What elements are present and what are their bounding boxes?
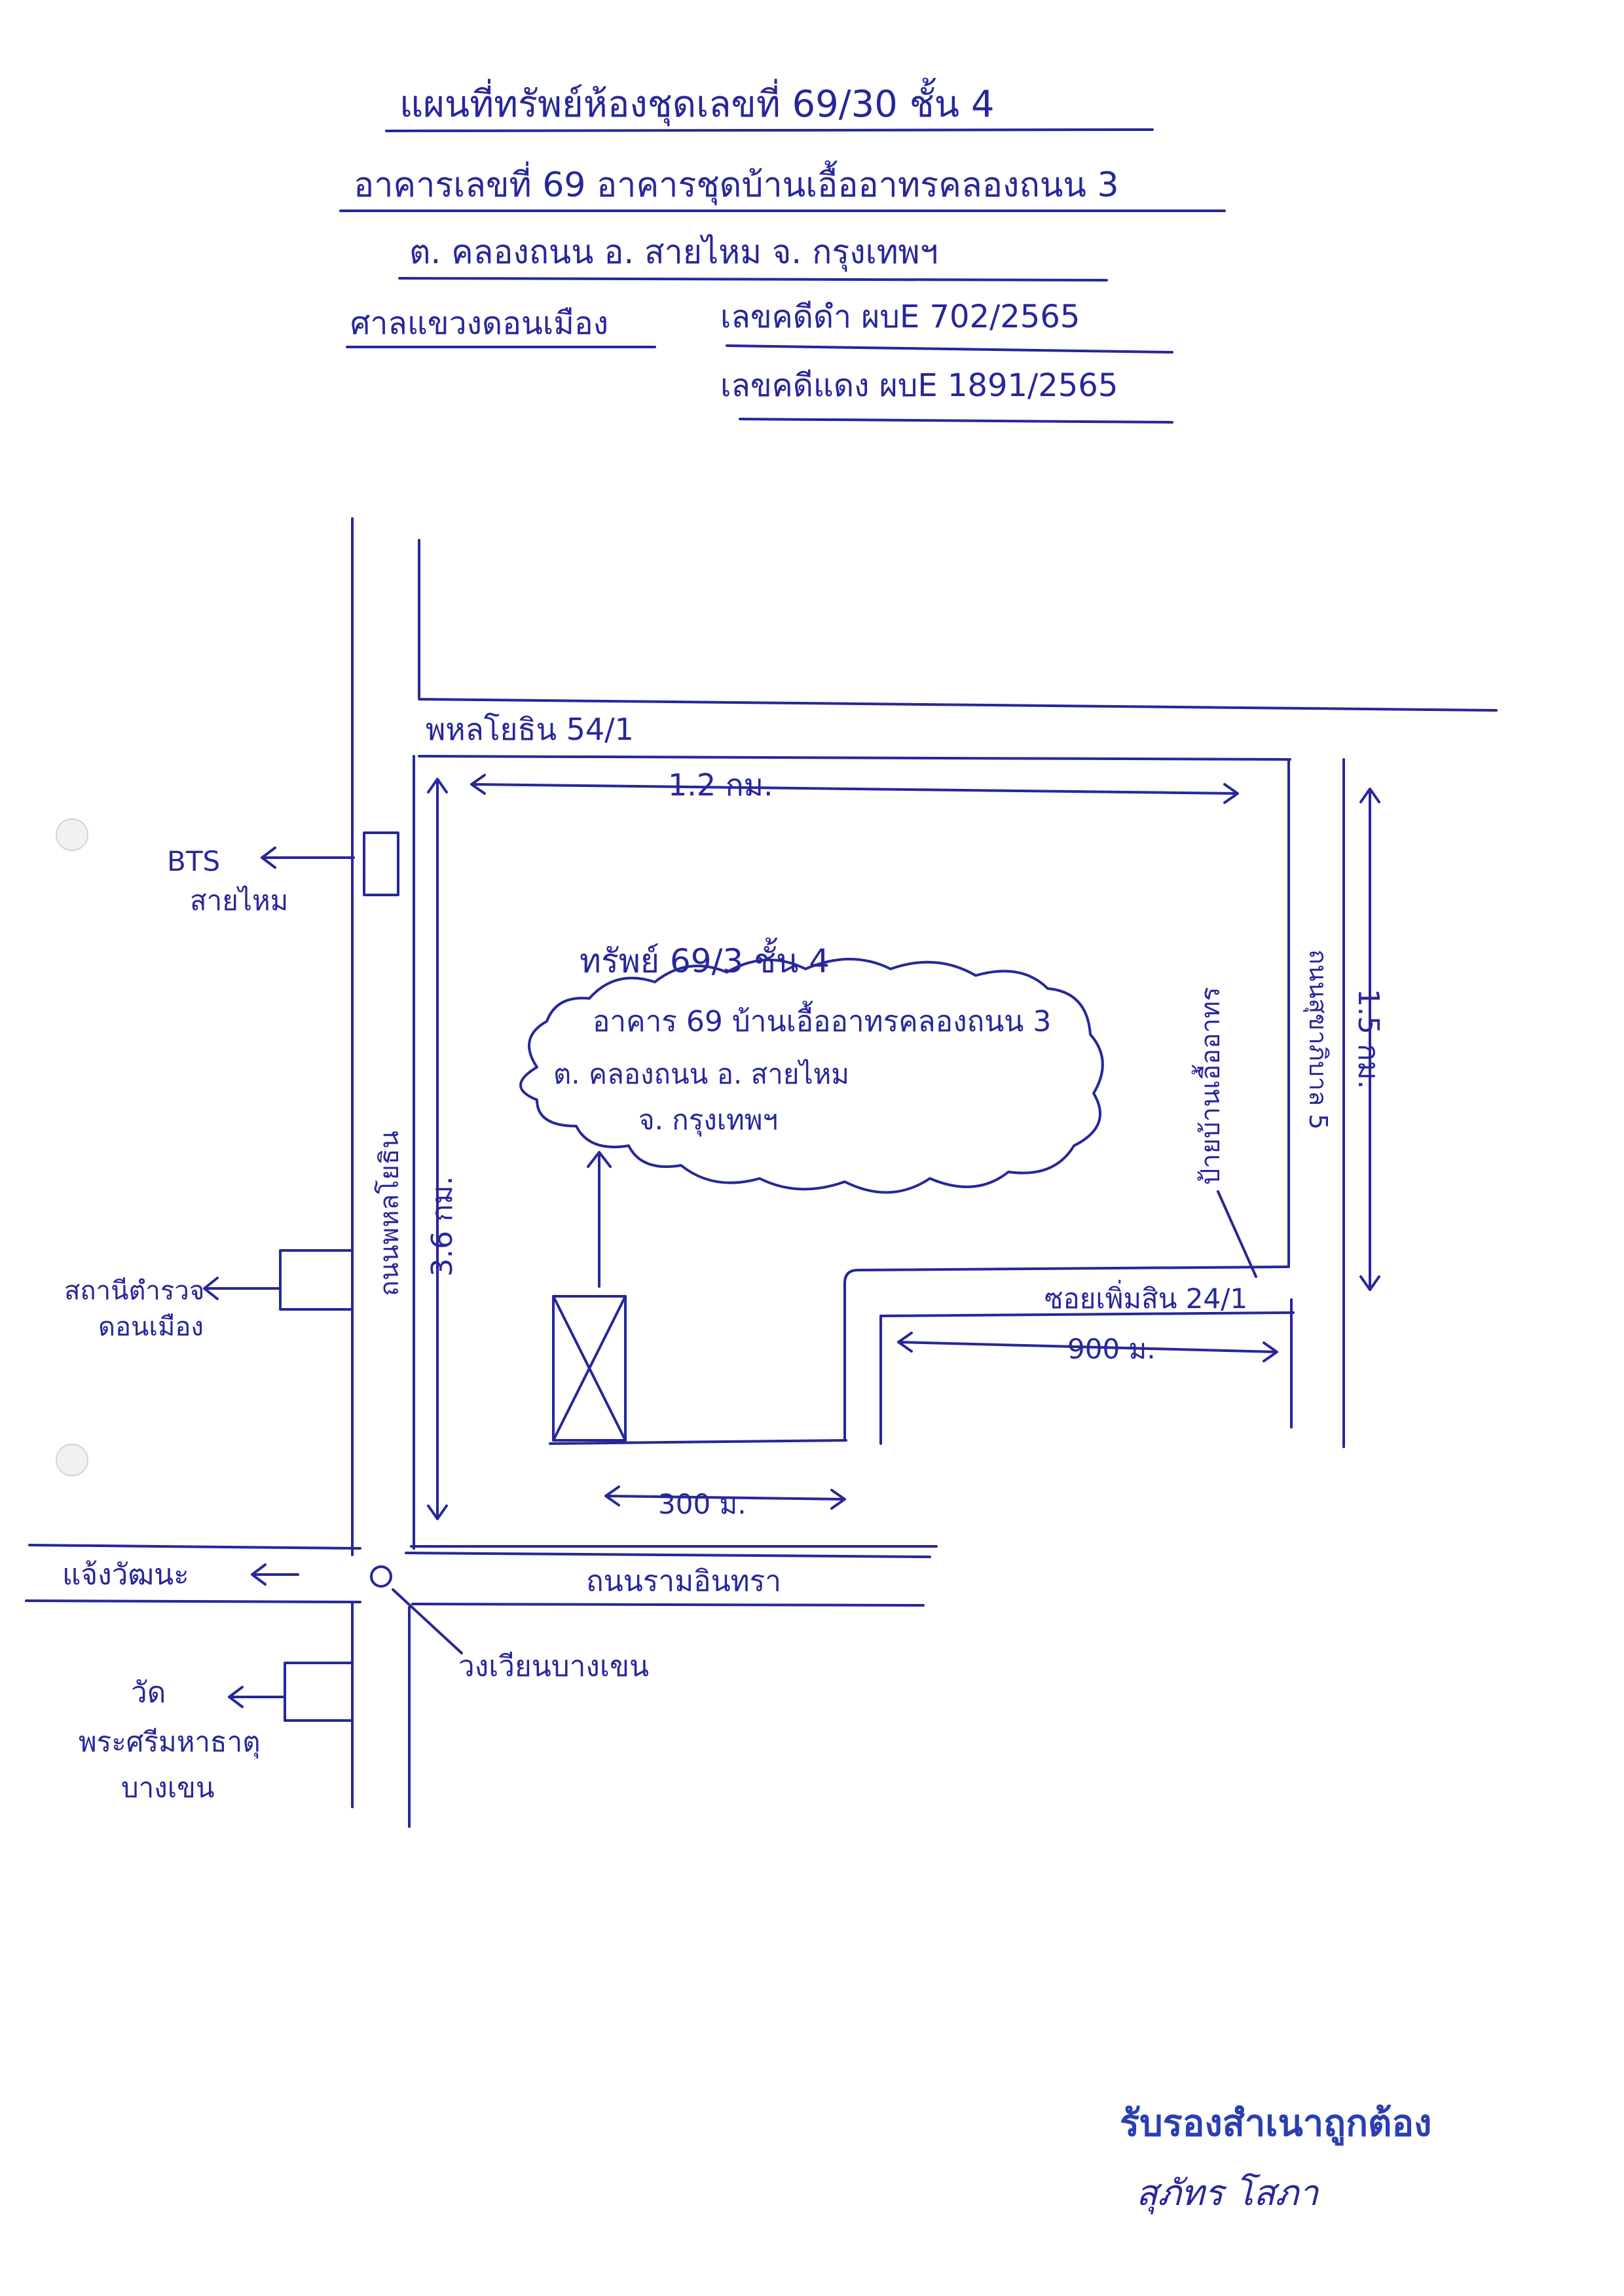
landmarks	[279, 831, 1104, 1722]
bts-station-label: สายไหม	[190, 884, 288, 917]
map-labels: พหลโยธิน 54/1 1.2 กม. BTS สายไหม สถานีตำ…	[62, 712, 1385, 1804]
road-top-lower	[418, 755, 1291, 761]
soi-upper	[843, 1266, 1290, 1442]
road-west-upper	[28, 1544, 361, 1550]
road-label-right: ถนนสุขาภิบาล 5	[1303, 949, 1333, 1130]
black-case-number: เลขคดีดำ ผบE 702/2565	[720, 299, 1080, 335]
cloud-text-3: ต. คลองถนน อ. สายไหม	[553, 1058, 849, 1090]
dist-top-arrow	[470, 774, 1239, 804]
sign-pointer	[1217, 1190, 1257, 1278]
road-label-left: ถนนพหลโยธิน	[375, 1131, 405, 1296]
west-arrow	[251, 1563, 299, 1586]
road-top-upper	[418, 698, 1498, 712]
dist-label-left: 3.6 กม.	[426, 1176, 459, 1277]
header-underline-3	[398, 277, 1108, 282]
road-bottom-lower	[411, 1603, 925, 1607]
temple-label-2: พระศรีมหาธาตุ	[79, 1726, 260, 1759]
court-name: ศาลแขวงดอนเมือง	[350, 305, 608, 342]
temple-arrow	[228, 1686, 286, 1708]
police-station-box	[279, 1249, 354, 1311]
west-road-label: แจ้งวัฒนะ	[62, 1558, 189, 1592]
soi-lower	[879, 1311, 1295, 1445]
roads	[25, 517, 1498, 1828]
police-label-2: ดอนเมือง	[98, 1312, 204, 1342]
black-case-underline	[726, 344, 1173, 354]
dist-label-top: 1.2 กม.	[668, 767, 773, 803]
bts-label: BTS	[167, 845, 220, 877]
road-west-lower	[25, 1599, 361, 1603]
road-label-top: พหลโยธิน 54/1	[426, 712, 634, 747]
binder-holes	[56, 818, 88, 1476]
bts-arrow	[261, 847, 355, 869]
dist-right-arrow	[1359, 788, 1380, 1291]
road-bottom-upper	[405, 1552, 931, 1558]
police-label: สถานีตำรวจ	[64, 1276, 204, 1306]
dist-soi-arrow	[897, 1332, 1278, 1362]
cloud-text-1: ทรัพย์ 69/3 ชั้น 4	[580, 938, 830, 980]
red-case-number: เลขคดีแดง ผบE 1891/2565	[720, 367, 1118, 404]
header: แผนที่ทรัพย์ห้องชุดเลขที่ 69/30 ชั้น 4 อ…	[339, 78, 1226, 424]
header-title: แผนที่ทรัพย์ห้องชุดเลขที่ 69/30 ชั้น 4	[399, 78, 994, 126]
temple-label-1: วัด	[131, 1676, 166, 1709]
temple-label-3: บางเขน	[121, 1772, 215, 1804]
header-building: อาคารเลขที่ 69 อาคารชุดบ้านเอื้ออาทรคลอง…	[354, 160, 1119, 206]
signature: สุภัทร โสภา	[1136, 2172, 1320, 2215]
block-bottom-left	[549, 1439, 847, 1445]
sign-label: ป้ายบ้านเอื้ออาทร	[1191, 987, 1226, 1185]
certified-copy-stamp: รับรองสำเนาถูกต้อง	[1120, 2102, 1431, 2146]
bts-station-box	[363, 831, 399, 896]
certification: รับรองสำเนาถูกต้อง สุภัทร โสภา	[1120, 2102, 1431, 2215]
property-building-icon	[552, 1295, 627, 1442]
road-label-bottom: ถนนรามอินทรา	[586, 1565, 781, 1598]
arrows	[203, 774, 1380, 1708]
roundabout-pointer	[392, 1588, 463, 1654]
dist-bottom-arrow	[604, 1485, 846, 1510]
dist-left-arrow	[427, 778, 448, 1520]
dist-label-bottom: 300 ม.	[658, 1488, 747, 1520]
header-location: ต. คลองถนน อ. สายไหม จ. กรุงเทพฯ	[409, 233, 938, 272]
roundabout-label: วงเวียนบางเขน	[458, 1650, 649, 1683]
police-arrow	[203, 1277, 282, 1300]
soi-label: ซอยเพิ่มสิน 24/1	[1044, 1280, 1247, 1315]
dist-label-right: 1.5 กม.	[1352, 989, 1385, 1089]
dist-label-soi: 900 ม.	[1067, 1333, 1156, 1365]
red-case-underline	[739, 418, 1173, 424]
cloud-text-4: จ. กรุงเทพฯ	[638, 1104, 778, 1137]
roundabout-circle	[370, 1565, 392, 1588]
property-arrow	[587, 1151, 612, 1288]
header-underline-1	[385, 128, 1154, 132]
cloud-text-2: อาคาร 69 บ้านเอื้ออาทรคลองถนน 3	[593, 1000, 1051, 1038]
cloud-callout	[519, 958, 1104, 1194]
temple-box	[284, 1662, 354, 1722]
